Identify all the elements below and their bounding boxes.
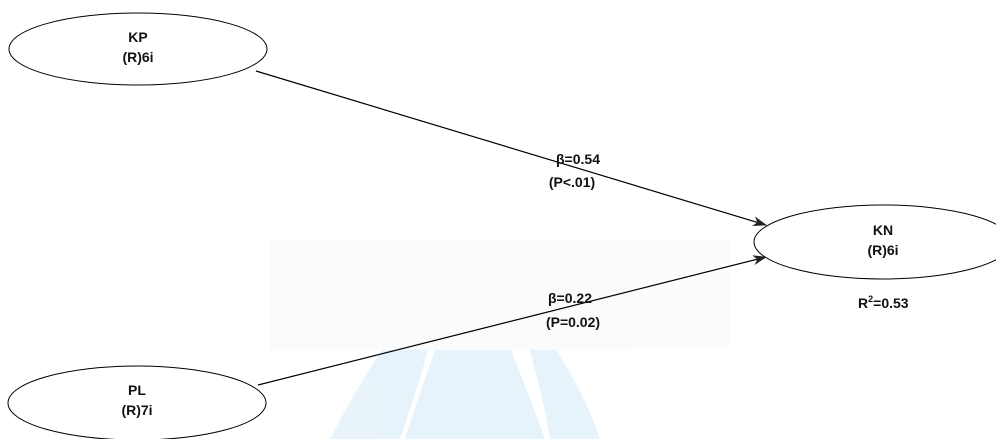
node-kn-r-squared: R2=0.53 [858,294,909,311]
path-pl-kn-p: (P=0.02) [546,314,600,330]
node-kn[interactable]: KN (R)6i [753,204,996,280]
r-squared-exponent: 2 [868,294,873,304]
r-squared-symbol: R [858,295,868,311]
node-kn-items: (R)6i [867,242,898,258]
r-squared-value: 0.53 [881,295,908,311]
node-pl-items: (R)7i [121,402,152,418]
node-pl-ellipse [7,365,267,439]
path-pl-kn-beta: β=0.22 [548,290,592,306]
path-kp-kn-p: (P<.01) [549,174,595,190]
node-pl[interactable]: PL (R)7i [7,365,267,439]
path-pl-to-kn [257,255,767,386]
node-kn-name: KN [873,222,893,238]
watermark-logo [270,240,730,439]
node-pl-name: PL [128,382,146,398]
node-kp-name: KP [128,29,147,45]
node-kp-items: (R)6i [122,49,153,65]
node-kp[interactable]: KP (R)6i [8,12,268,86]
path-kp-kn-beta: β=0.54 [556,151,600,167]
node-kn-ellipse [753,204,996,280]
path-kp-to-kn [255,70,767,227]
r-squared-equals: = [873,295,881,311]
node-kp-ellipse [8,12,268,86]
